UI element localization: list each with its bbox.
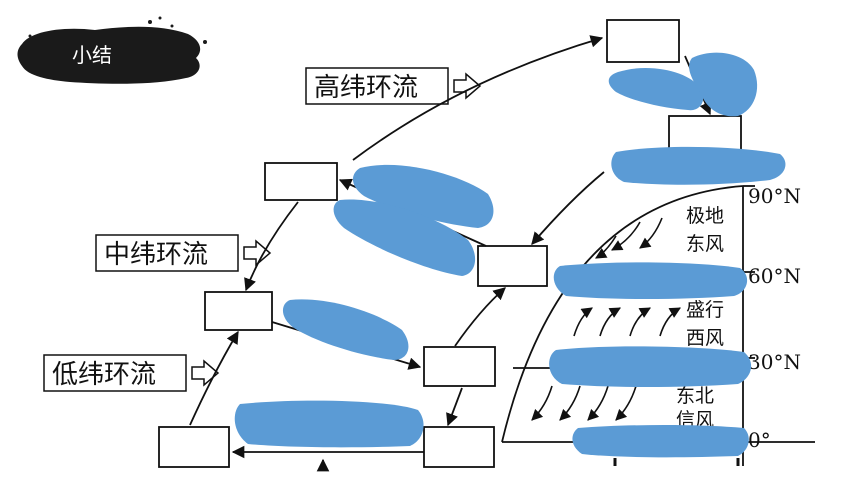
mask-30n-band xyxy=(549,346,752,387)
arrow-lower-down xyxy=(446,387,463,427)
summary-badge: 小结 xyxy=(17,16,207,84)
latitude-30n: 30°N xyxy=(748,350,801,374)
arrow-high-up xyxy=(352,35,604,161)
answer-box-upper-left[interactable] xyxy=(264,162,338,201)
high-circulation-label: 高纬环流 xyxy=(305,67,482,105)
hollow-right-arrow-icon xyxy=(191,359,220,387)
arrow-to-center xyxy=(531,171,605,245)
hollow-right-arrow-icon xyxy=(453,72,482,100)
latitude-0: 0° xyxy=(748,428,771,452)
latitude-60n: 60°N xyxy=(748,264,801,288)
mask-upper-left-2 xyxy=(333,199,476,276)
answer-box-lower-center[interactable] xyxy=(423,346,496,387)
badge-label: 小结 xyxy=(72,43,112,67)
wind-belt-globe xyxy=(501,185,815,466)
low-circulation-label: 低纬环流 xyxy=(43,354,220,392)
hollow-right-arrow-icon xyxy=(243,239,272,267)
westerlies-line2: 西风 xyxy=(686,327,724,349)
answer-box-top[interactable] xyxy=(606,19,680,63)
polar-easterlies-line2: 东风 xyxy=(686,233,724,255)
arrow-lower-up xyxy=(454,287,506,347)
mask-upper-left-1 xyxy=(352,164,494,228)
trade-winds-line1: 东北 xyxy=(676,385,714,407)
globe-outline xyxy=(501,185,744,443)
mask-low-band xyxy=(234,400,424,448)
answer-box-bottom-left[interactable] xyxy=(158,426,230,468)
ink-brush-shape xyxy=(17,26,201,84)
wind-belt-labels: 极地 东风 盛行 西风 东北 信风 xyxy=(676,205,724,431)
high-circulation-text: 高纬环流 xyxy=(314,73,418,103)
latitude-labels: 90°N 60°N 30°N 0° xyxy=(748,184,801,452)
mid-circulation-text: 中纬环流 xyxy=(104,240,208,270)
low-circulation-text: 低纬环流 xyxy=(52,360,156,390)
mask-high-band xyxy=(611,146,786,185)
answer-box-bottom-center[interactable] xyxy=(423,426,495,468)
arrow-upper-left-down xyxy=(244,201,299,292)
arrow-low-up xyxy=(189,330,239,426)
mid-circulation-label: 中纬环流 xyxy=(95,234,272,272)
mask-top-2 xyxy=(689,52,758,117)
wind-arrows xyxy=(531,217,681,421)
latitude-90n: 90°N xyxy=(748,184,801,208)
mask-equator-band xyxy=(572,425,749,458)
answer-box-center[interactable] xyxy=(477,245,548,287)
mask-60n-band xyxy=(553,262,748,299)
mask-mid-left xyxy=(282,299,409,360)
westerlies-line1: 盛行 xyxy=(686,299,724,321)
polar-easterlies-line1: 极地 xyxy=(686,205,724,227)
answer-masks xyxy=(234,52,786,458)
mask-top-1 xyxy=(608,67,704,111)
answer-box-mid-left[interactable] xyxy=(204,291,273,331)
